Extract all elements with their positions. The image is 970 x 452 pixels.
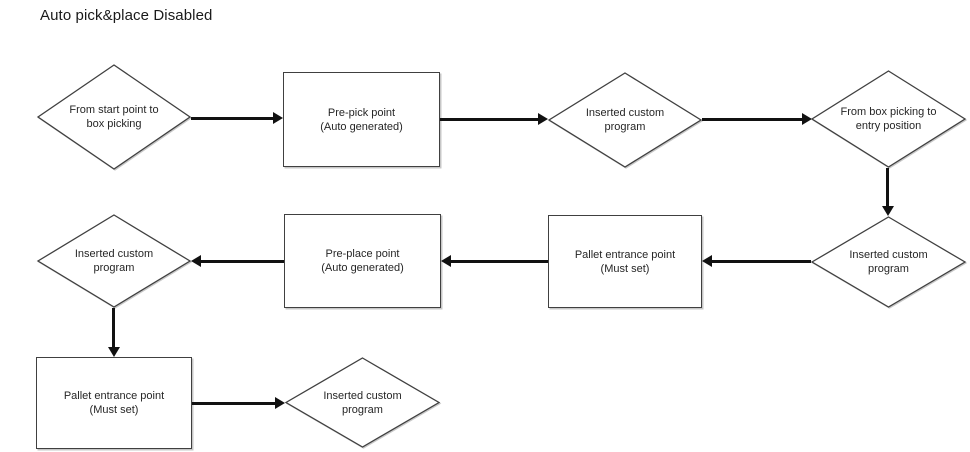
diamond-shape — [36, 214, 192, 308]
diamond-shape — [36, 64, 192, 170]
node-label: From box picking to entry position — [840, 106, 937, 132]
node-pallet-entrance-point-1: Pallet entrance point (Must set) — [548, 215, 702, 308]
diamond-shape — [810, 216, 967, 308]
node-label: Inserted custom program — [323, 389, 402, 416]
node-label: Pre-pick point (Auto generated) — [320, 106, 403, 133]
node-from-box-picking-to-entry: From box picking to entry position — [810, 70, 967, 168]
node-inserted-custom-program-2: Inserted custom program — [810, 216, 967, 308]
node-from-start-to-box-picking: From start point to box picking — [36, 64, 192, 170]
node-pre-pick-point: Pre-pick point (Auto generated) — [283, 72, 440, 167]
diamond-shape — [810, 70, 967, 168]
node-inserted-custom-program-1: Inserted custom program — [547, 72, 703, 168]
node-label: From start point to box picking — [69, 104, 159, 130]
node-label: Inserted custom program — [585, 107, 665, 133]
node-label: Pallet entrance point (Must set) — [63, 390, 165, 416]
node-inserted-custom-program-4: Inserted custom program — [284, 357, 441, 448]
node-pre-place-point: Pre-place point (Auto generated) — [284, 214, 441, 308]
node-label: Pre-place point (Auto generated) — [321, 248, 404, 274]
node-label: Inserted custom program — [849, 249, 928, 275]
node-pallet-entrance-point-2: Pallet entrance point (Must set) — [36, 357, 192, 449]
node-inserted-custom-program-3: Inserted custom program — [36, 214, 192, 308]
page-title: Auto pick&place Disabled — [40, 7, 213, 24]
diamond-shape — [284, 357, 441, 448]
node-label: Inserted custom program — [74, 248, 154, 274]
diamond-shape — [547, 72, 703, 168]
node-label: Pallet entrance point (Must set) — [574, 248, 676, 275]
